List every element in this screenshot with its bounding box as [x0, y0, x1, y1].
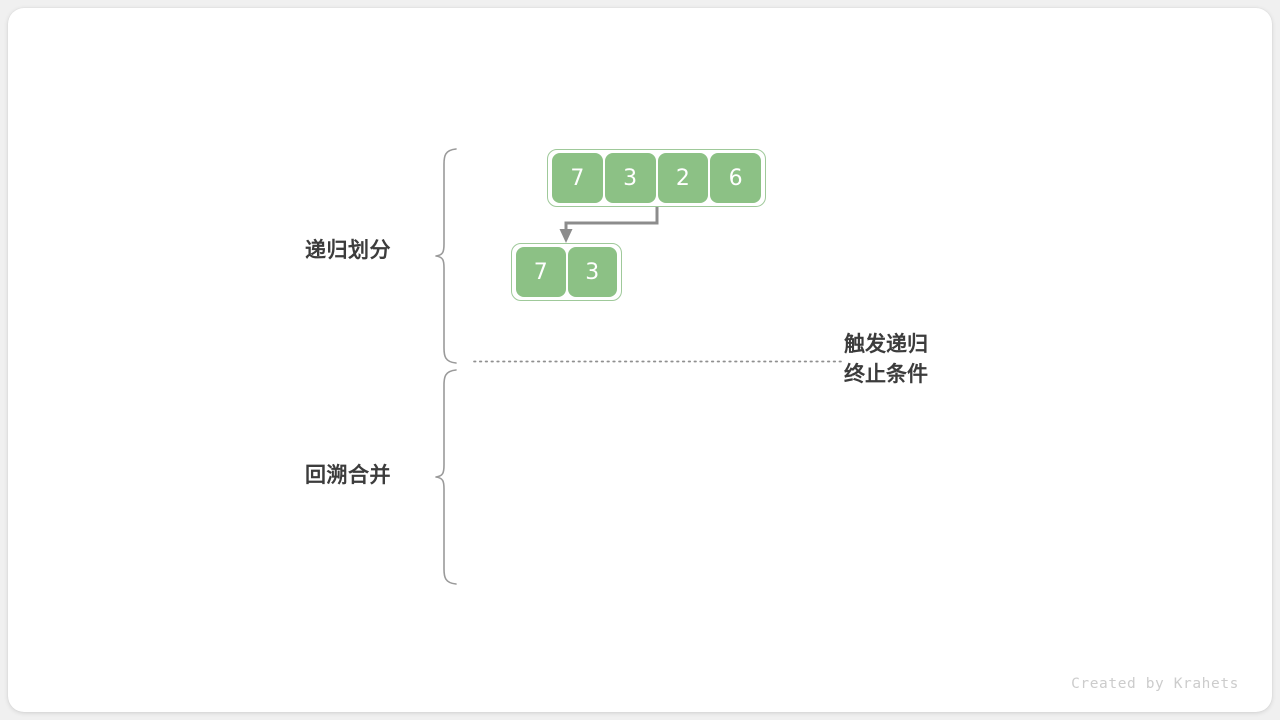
annotation-line-1: 触发递归: [844, 333, 928, 356]
diagram-canvas: 递归划分 回溯合并 触发递归 终止条件 7 3 2 6 7 3: [8, 8, 1272, 712]
array-cell: 3: [567, 247, 617, 297]
array-left-half: 7 3: [511, 243, 622, 301]
array-cell: 7: [552, 153, 603, 203]
brace-divide: [435, 148, 457, 364]
split-arrow-icon: [559, 207, 659, 243]
array-root: 7 3 2 6: [547, 149, 766, 207]
diagram-vector-overlay: [435, 148, 844, 585]
recursion-base-case-annotation: 触发递归 终止条件: [844, 330, 928, 390]
phase-label-merge: 回溯合并: [305, 464, 391, 487]
array-cell: 2: [657, 153, 709, 203]
phase-label-divide: 递归划分: [305, 239, 391, 262]
array-cell: 7: [516, 247, 566, 297]
array-cell: 3: [604, 153, 656, 203]
diagram-card: 递归划分 回溯合并 触发递归 终止条件 7 3 2 6 7 3: [8, 8, 1272, 712]
annotation-line-2: 终止条件: [844, 363, 928, 386]
footer-credit: Created by Krahets: [1071, 676, 1239, 692]
brace-merge: [435, 369, 457, 585]
array-cell: 6: [710, 153, 761, 203]
